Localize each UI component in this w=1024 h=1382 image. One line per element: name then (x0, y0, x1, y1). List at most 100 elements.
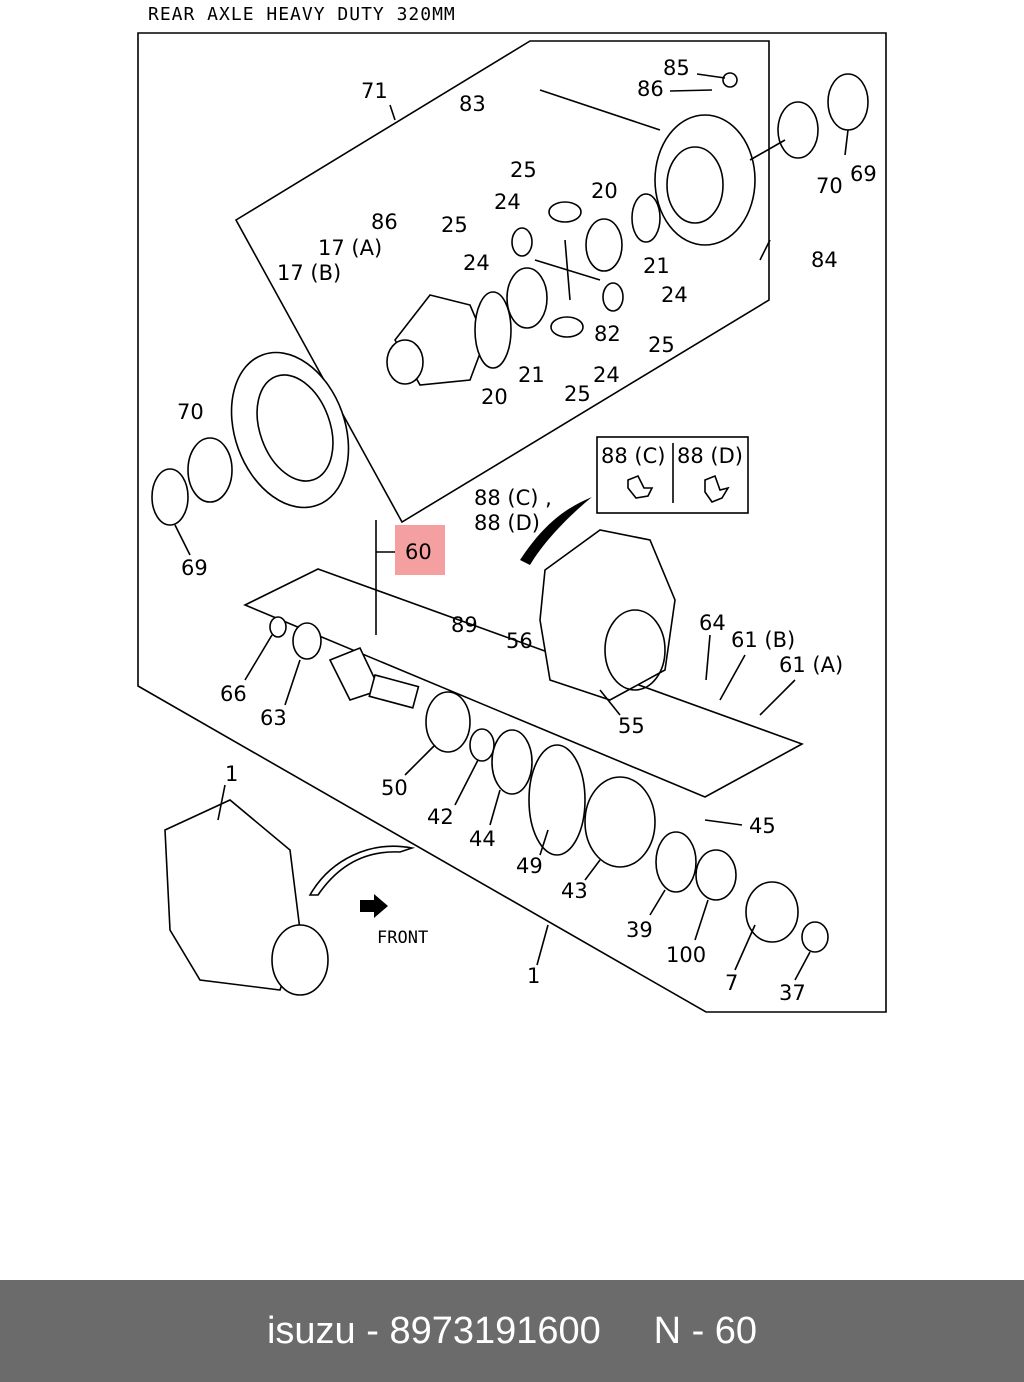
callout-42[interactable]: 42 (427, 805, 454, 829)
carrier-housing-55 (539, 529, 676, 701)
gasket-49 (528, 744, 586, 856)
callout-64[interactable]: 64 (699, 611, 726, 635)
callout-25[interactable]: 25 (564, 382, 591, 406)
callout-66[interactable]: 66 (220, 682, 247, 706)
callout-63[interactable]: 63 (260, 706, 287, 730)
callout-70[interactable]: 70 (816, 174, 843, 198)
cross-shaft-82 (534, 239, 601, 301)
callout-20[interactable]: 20 (481, 385, 508, 409)
callout-86[interactable]: 86 (637, 77, 664, 101)
pinion-group-outline (243, 568, 804, 798)
shim-66 (269, 616, 287, 638)
thrust-washer-20 (474, 291, 512, 369)
bearing-70-right (777, 101, 819, 159)
callout-84[interactable]: 84 (811, 248, 838, 272)
bearing-race-69-right (827, 73, 869, 131)
callout-24[interactable]: 24 (463, 251, 490, 275)
ring-gear (230, 351, 350, 509)
bearing-39 (655, 831, 697, 893)
footer-part-number: 8973191600 (389, 1309, 601, 1352)
callout-82[interactable]: 82 (594, 322, 621, 346)
bearing-70-left (187, 437, 233, 503)
callout-86[interactable]: 86 (371, 210, 398, 234)
pinion-gear-24 (548, 201, 582, 223)
highlighted-callout-box (395, 525, 445, 575)
callout-39[interactable]: 39 (626, 918, 653, 942)
pinion-gear-24-bottom (550, 316, 584, 338)
callout-25[interactable]: 25 (648, 333, 675, 357)
callout-50[interactable]: 50 (381, 776, 408, 800)
nut-37 (801, 921, 829, 953)
pinion-gear-24-left (511, 227, 533, 257)
footer-brand: isuzu (266, 1309, 356, 1352)
callout-7[interactable]: 7 (725, 971, 738, 995)
bearing-63 (292, 622, 322, 660)
o-ring-44 (491, 729, 533, 795)
diagram-frame (137, 32, 887, 1013)
callout-61b[interactable]: 61 (B) (731, 628, 795, 652)
callout-17a[interactable]: 17 (A) (318, 236, 382, 260)
callout-45[interactable]: 45 (749, 814, 776, 838)
housing-arrow-icon (520, 497, 592, 565)
callout-25[interactable]: 25 (441, 213, 468, 237)
callout-43[interactable]: 43 (561, 879, 588, 903)
drive-pinion (328, 646, 420, 709)
assembled-axle-1 (164, 799, 329, 996)
callout-88d[interactable]: 88 (D) (474, 511, 540, 535)
callout-25[interactable]: 25 (510, 158, 537, 182)
callout-24[interactable]: 24 (661, 283, 688, 307)
callout-24[interactable]: 24 (593, 363, 620, 387)
callout-37[interactable]: 37 (779, 981, 806, 1005)
bearing-50 (425, 691, 471, 753)
front-label: FRONT (377, 928, 428, 948)
assembly-arrow-icon (308, 845, 416, 896)
callout-85[interactable]: 85 (663, 56, 690, 80)
callout-69[interactable]: 69 (181, 556, 208, 580)
callout-56[interactable]: 56 (506, 629, 533, 653)
callout-60[interactable]: 60 (405, 540, 432, 564)
callout-17b[interactable]: 17 (B) (277, 261, 341, 285)
inset-label-88c: 88 (C) (601, 444, 665, 468)
oil-seal-100 (695, 849, 737, 901)
bracket-88c-icon (627, 474, 654, 499)
differential-case-half-83 (654, 114, 756, 246)
callout-100[interactable]: 100 (666, 943, 706, 967)
callout-21[interactable]: 21 (643, 254, 670, 278)
callout-21[interactable]: 21 (518, 363, 545, 387)
callout-1[interactable]: 1 (527, 964, 540, 988)
diagram-title: REAR AXLE HEAVY DUTY 320MM (148, 4, 456, 25)
pinion-cage-43 (584, 776, 656, 868)
footer-bar: isuzu - 8973191600 N - 60 (0, 1280, 1024, 1382)
callout-20[interactable]: 20 (591, 179, 618, 203)
callout-44[interactable]: 44 (469, 827, 496, 851)
callout-83[interactable]: 83 (459, 92, 486, 116)
callout-24[interactable]: 24 (494, 190, 521, 214)
callout-1[interactable]: 1 (225, 762, 238, 786)
differential-case (386, 294, 486, 386)
front-arrow-icon (360, 894, 388, 918)
callout-61a[interactable]: 61 (A) (779, 653, 843, 677)
callout-89[interactable]: 89 (451, 613, 478, 637)
callout-88c[interactable]: 88 (C) , (474, 486, 552, 510)
spacer-42 (469, 728, 495, 762)
footer-separator: - (355, 1309, 390, 1352)
nut-85 (722, 72, 738, 88)
side-gear-21-right (585, 218, 623, 272)
thrust-washer-20-right (631, 193, 661, 243)
inset-box (596, 436, 749, 514)
leader-lines (174, 73, 849, 981)
callout-49[interactable]: 49 (516, 854, 543, 878)
bracket-88d-icon (704, 474, 730, 503)
callout-55[interactable]: 55 (618, 714, 645, 738)
callout-71[interactable]: 71 (361, 79, 388, 103)
flange-7 (745, 881, 799, 943)
callout-69[interactable]: 69 (850, 162, 877, 186)
footer-gap (601, 1310, 654, 1353)
footer-ref: N - 60 (653, 1309, 758, 1352)
pinion-gear-24-right (602, 282, 624, 312)
exploded-parts-diagram: 88 (C) 88 (D) (137, 32, 887, 1013)
differential-group-outline (234, 40, 770, 524)
callout-70[interactable]: 70 (177, 400, 204, 424)
inset-label-88d: 88 (D) (677, 444, 743, 468)
bearing-race-69-left (151, 468, 189, 526)
